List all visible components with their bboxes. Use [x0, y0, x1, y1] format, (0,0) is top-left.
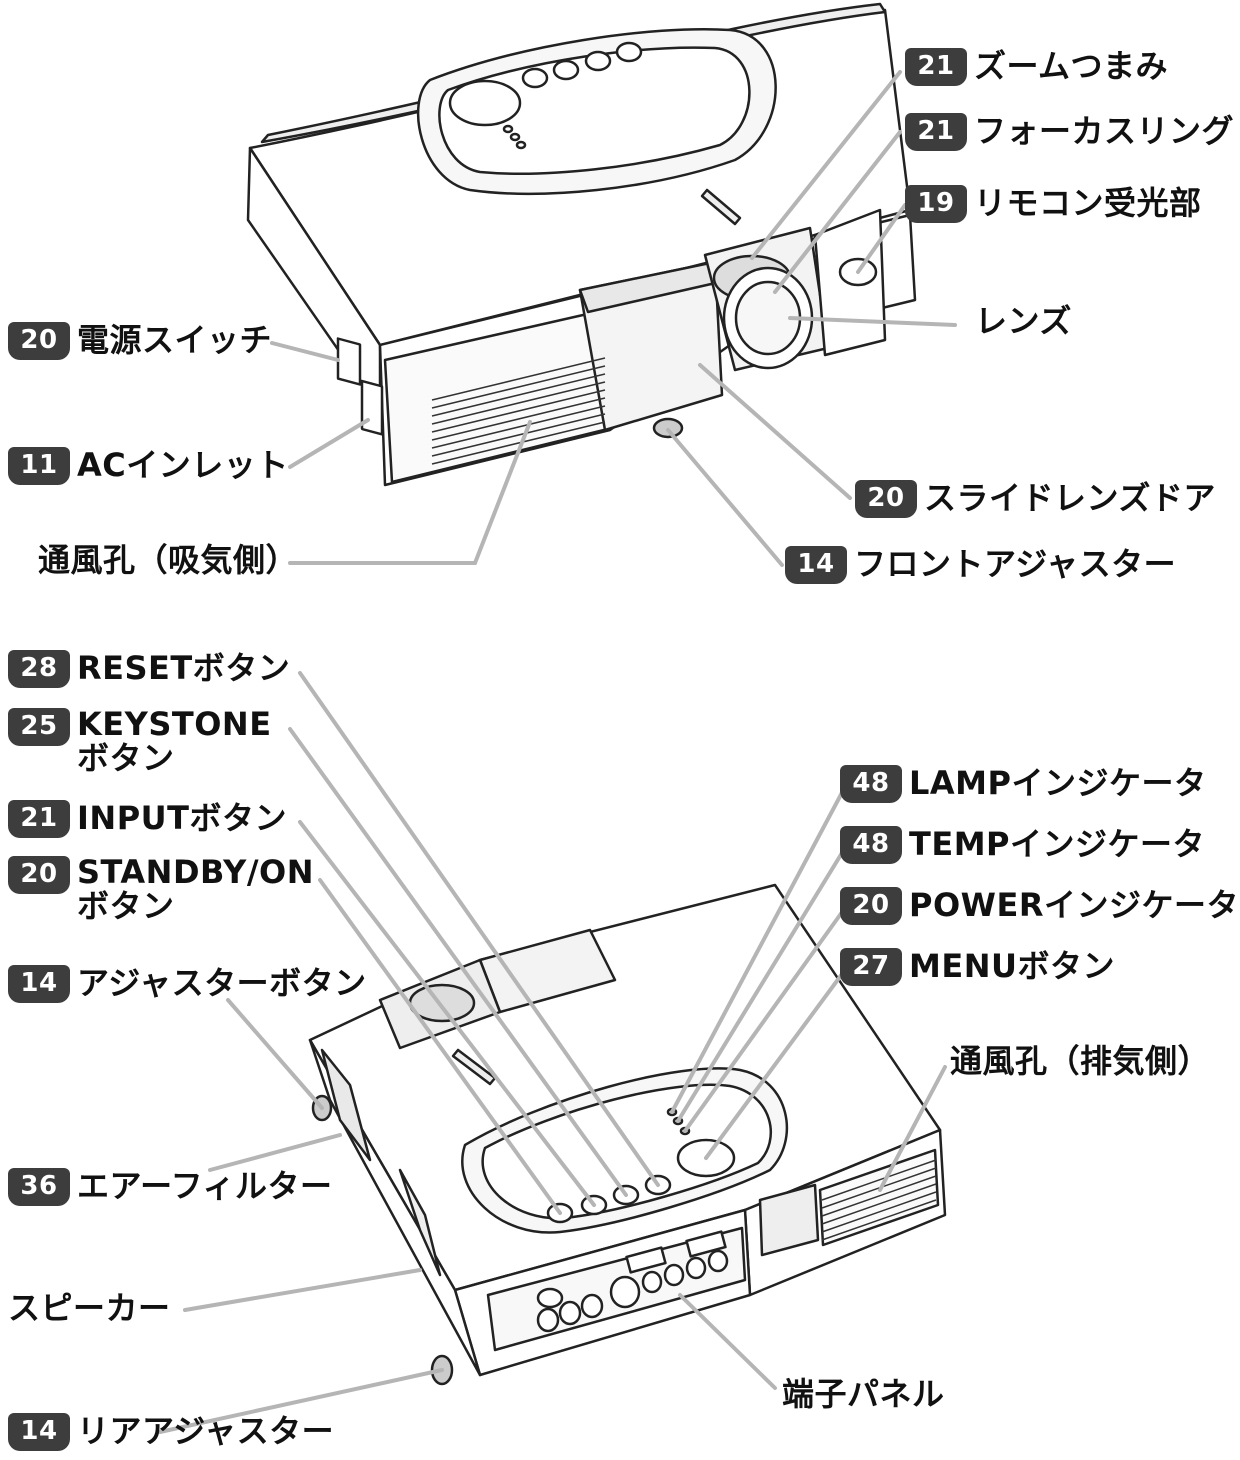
- callout-label: スライドレンズドア: [924, 479, 1216, 518]
- callout-label: 端子パネル: [782, 1375, 945, 1413]
- callout-standby-button: 20 STANDBY/ON ボタン: [8, 853, 314, 925]
- page-ref-badge: 21: [8, 800, 70, 838]
- callout-temp-indicator: 48 TEMPインジケータ: [840, 826, 1205, 864]
- callout-label: リアアジャスター: [77, 1412, 335, 1451]
- callout-label: アジャスターボタン: [77, 964, 367, 1003]
- callout-menu-button: 27 MENUボタン: [840, 948, 1115, 986]
- callout-intake-vent: 通風孔（吸気側）: [38, 541, 299, 579]
- page-ref-badge: 20: [8, 856, 70, 894]
- callout-label: RESETボタン: [77, 649, 291, 688]
- callout-label: POWERインジケータ: [909, 886, 1239, 925]
- page-ref-badge: 14: [8, 1413, 70, 1451]
- callout-zoom-knob: 21 ズームつまみ: [905, 48, 1168, 86]
- page-ref-badge: 48: [840, 765, 902, 803]
- page-ref-badge: 19: [905, 185, 967, 223]
- callout-label: リモコン受光部: [974, 184, 1202, 223]
- intake-vent-slats: [431, 357, 606, 465]
- page-ref-badge: 14: [8, 965, 70, 1003]
- page-ref-badge: 20: [8, 322, 70, 360]
- page-ref-badge: 20: [840, 887, 902, 925]
- callout-label: INPUTボタン: [77, 799, 287, 838]
- callout-slide-lens-door: 20 スライドレンズドア: [855, 480, 1216, 518]
- callout-label-line1: STANDBY/ON: [77, 853, 314, 891]
- page-ref-badge: 21: [905, 113, 967, 151]
- callout-exhaust-vent: 通風孔（排気側）: [950, 1042, 1211, 1080]
- callout-keystone-button: 25 KEYSTONE ボタン: [8, 705, 272, 777]
- page-ref-badge: 14: [785, 546, 847, 584]
- callout-rear-adjuster: 14 リアアジャスター: [8, 1413, 334, 1451]
- callout-lamp-indicator: 48 LAMPインジケータ: [840, 765, 1206, 803]
- callout-air-filter: 36 エアーフィルター: [8, 1168, 333, 1206]
- leader-lines: [158, 70, 957, 1434]
- projector-rear-view: [308, 883, 947, 1386]
- callout-power-indicator: 20 POWERインジケータ: [840, 887, 1239, 925]
- callout-remote-sensor: 19 リモコン受光部: [905, 185, 1202, 223]
- page-ref-badge: 27: [840, 948, 902, 986]
- page-ref-badge: 28: [8, 650, 70, 688]
- exhaust-vent-slats: [821, 1159, 937, 1241]
- callout-label-line2: ボタン: [77, 738, 175, 777]
- callout-power-switch: 20 電源スイッチ: [8, 322, 272, 360]
- callout-label-line2: ボタン: [77, 886, 175, 925]
- callout-label: 通風孔（排気側）: [950, 1042, 1211, 1080]
- callout-label: 通風孔（吸気側）: [38, 541, 299, 579]
- callout-label: ズームつまみ: [974, 47, 1169, 86]
- page-ref-badge: 11: [8, 447, 70, 485]
- callout-speaker: スピーカー: [8, 1289, 171, 1327]
- callout-terminal-panel: 端子パネル: [782, 1375, 945, 1413]
- callout-label: 電源スイッチ: [77, 321, 273, 360]
- page-ref-badge: 36: [8, 1168, 70, 1206]
- callout-label: スピーカー: [8, 1289, 171, 1327]
- callout-label: フォーカスリング: [974, 112, 1235, 151]
- callout-label: MENUボタン: [909, 947, 1115, 986]
- callout-adjuster-button: 14 アジャスターボタン: [8, 965, 367, 1003]
- callout-lens: レンズ: [975, 302, 1072, 340]
- callout-label: フロントアジャスター: [854, 545, 1177, 584]
- callout-label: LAMPインジケータ: [909, 764, 1207, 803]
- callout-ac-inlet: 11 ACインレット: [8, 447, 289, 485]
- page-ref-badge: 20: [855, 480, 917, 518]
- callout-focus-ring: 21 フォーカスリング: [905, 113, 1234, 151]
- page-ref-badge: 25: [8, 708, 70, 746]
- projector-top-view: [246, 2, 917, 487]
- callout-label: エアーフィルター: [77, 1167, 333, 1206]
- callout-reset-button: 28 RESETボタン: [8, 650, 290, 688]
- callout-label-line1: KEYSTONE: [77, 705, 272, 743]
- callout-label: ACインレット: [77, 446, 289, 485]
- callout-front-adjuster: 14 フロントアジャスター: [785, 546, 1176, 584]
- callout-input-button: 21 INPUTボタン: [8, 800, 287, 838]
- callout-label: レンズ: [975, 302, 1072, 340]
- page-ref-badge: 21: [905, 48, 967, 86]
- page-ref-badge: 48: [840, 826, 902, 864]
- callout-label: TEMPインジケータ: [909, 825, 1205, 864]
